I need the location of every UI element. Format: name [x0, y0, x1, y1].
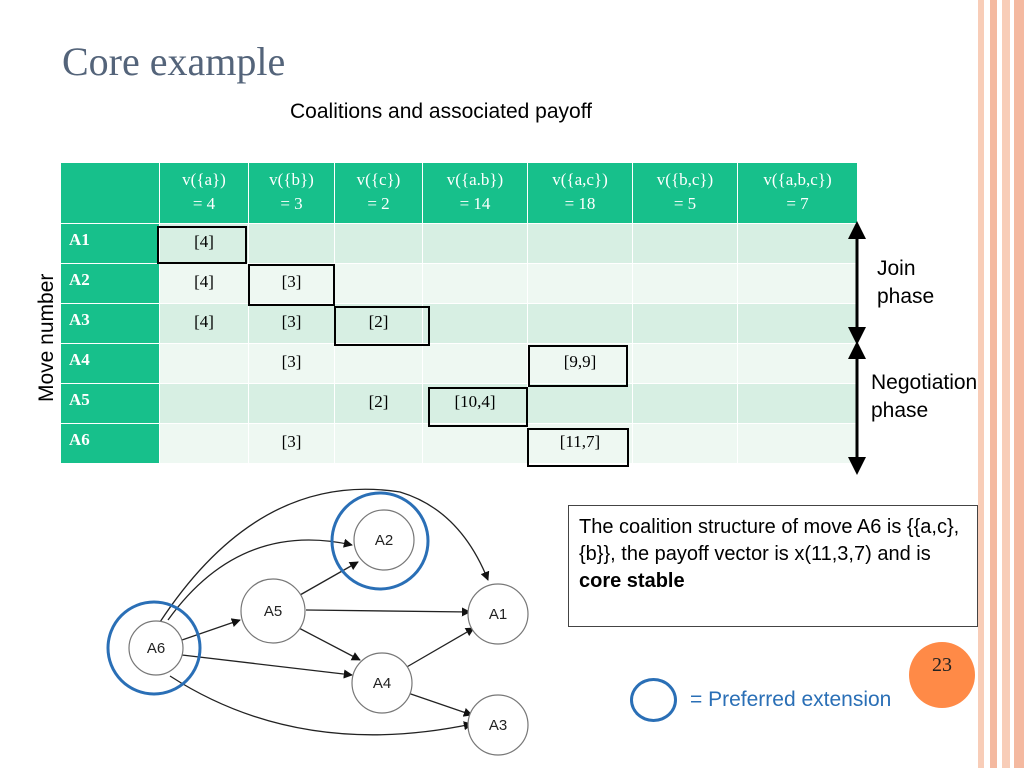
header-cell: v({a.b})= 14: [422, 162, 528, 224]
node-label: A4: [373, 675, 391, 692]
decorative-stripe: [978, 0, 984, 768]
node-label: A5: [264, 603, 282, 620]
table-cell: [737, 343, 858, 384]
edge-a4-a3: [404, 691, 473, 717]
table-cell: [737, 303, 858, 344]
table-cell: [334, 343, 423, 384]
table-cell: [4]: [159, 263, 249, 304]
table-cell: [334, 263, 423, 304]
row-label: A4: [60, 343, 160, 384]
node-a1: [467, 583, 529, 645]
payoff-table: v({a})= 4 v({b})= 3 v({c})= 2 v({a.b})= …: [60, 162, 858, 464]
edge-a6-a3: [169, 675, 473, 736]
node-a3: [467, 694, 529, 756]
table-cell: [248, 223, 335, 264]
node-a5: [240, 578, 306, 644]
row-label: A3: [60, 303, 160, 344]
table-cell: [4]: [159, 223, 249, 264]
node-a4: [351, 652, 413, 714]
table-cell: [422, 263, 528, 304]
legend-label: = Preferred extension: [690, 688, 892, 711]
edge-a5-a4: [294, 625, 361, 661]
edge-a6-a5: [181, 618, 241, 641]
table-cell: [3]: [248, 343, 335, 384]
row-label: A2: [60, 263, 160, 304]
decorative-stripe: [1014, 0, 1024, 768]
table-cell: [632, 423, 738, 464]
table-caption: Coalitions and associated payoff: [290, 100, 592, 123]
table-cell: [334, 223, 423, 264]
legend-circle-icon: [630, 678, 677, 722]
header-cell: v({a,c})= 18: [527, 162, 633, 224]
explanation-box: The coalition structure of move A6 is {{…: [568, 505, 978, 627]
row-label: A6: [60, 423, 160, 464]
table-row: A3 [4] [3] [2]: [60, 303, 858, 344]
edge-a6-a1: [159, 488, 490, 623]
header-cell: v({a,b,c})= 7: [737, 162, 858, 224]
table-cell: [422, 343, 528, 384]
table-cell: [527, 223, 633, 264]
table-cell: [3]: [248, 303, 335, 344]
table-header-row: v({a})= 4 v({b})= 3 v({c})= 2 v({a.b})= …: [60, 162, 858, 224]
core-stable-text: core stable: [579, 570, 685, 592]
table-cell: [527, 383, 633, 424]
node-a2: [353, 509, 415, 571]
header-cell: v({b})= 3: [248, 162, 335, 224]
edge-a5-a2: [299, 561, 359, 596]
table-cell: [737, 223, 858, 264]
table-cell: [3]: [248, 263, 335, 304]
decorative-stripe: [990, 0, 997, 768]
node-label: A3: [489, 717, 507, 734]
table-row: A1 [4]: [60, 223, 858, 264]
table-cell: [10,4]: [422, 383, 528, 424]
preferred-extension-circle: [330, 491, 430, 591]
table-cell: [334, 423, 423, 464]
row-label: A5: [60, 383, 160, 424]
table-cell: [3]: [248, 423, 335, 464]
table-cell: [248, 383, 335, 424]
table-cell: [632, 223, 738, 264]
header-cell: v({c})= 2: [334, 162, 423, 224]
decorative-stripe: [1002, 0, 1010, 768]
node-a6: [128, 620, 184, 676]
page-number-badge: 23: [909, 642, 975, 708]
table-row: A4 [3] [9,9]: [60, 343, 858, 384]
row-label: A1: [60, 223, 160, 264]
header-corner: [60, 162, 160, 224]
table-cell: [632, 343, 738, 384]
node-label: A2: [375, 532, 393, 549]
table-cell: [159, 343, 249, 384]
table-cell: [2]: [334, 303, 423, 344]
table-cell: [159, 383, 249, 424]
edge-a6-a4: [181, 654, 353, 679]
table-cell: [422, 423, 528, 464]
table-cell: [632, 303, 738, 344]
table-row: A5 [2] [10,4]: [60, 383, 858, 424]
table-cell: [2]: [334, 383, 423, 424]
node-label: A1: [489, 606, 507, 623]
table-row: A6 [3] [11,7]: [60, 423, 858, 464]
preferred-extension-circle: [106, 600, 202, 696]
header-cell: v({a})= 4: [159, 162, 249, 224]
table-cell: [422, 223, 528, 264]
slide-title: Core example: [62, 39, 286, 84]
explanation-text: The coalition structure of move A6 is {{…: [579, 516, 960, 565]
table-cell: [737, 423, 858, 464]
table-cell: [4]: [159, 303, 249, 344]
table-cell: [527, 263, 633, 304]
table-cell: [159, 423, 249, 464]
table-row: A2 [4] [3]: [60, 263, 858, 304]
table-cell: [632, 263, 738, 304]
edge-a4-a1: [404, 627, 475, 669]
edge-a6-a2: [167, 538, 353, 621]
edge-a5-a1: [305, 607, 471, 617]
table-cell: [737, 263, 858, 304]
node-label: A6: [147, 640, 165, 657]
